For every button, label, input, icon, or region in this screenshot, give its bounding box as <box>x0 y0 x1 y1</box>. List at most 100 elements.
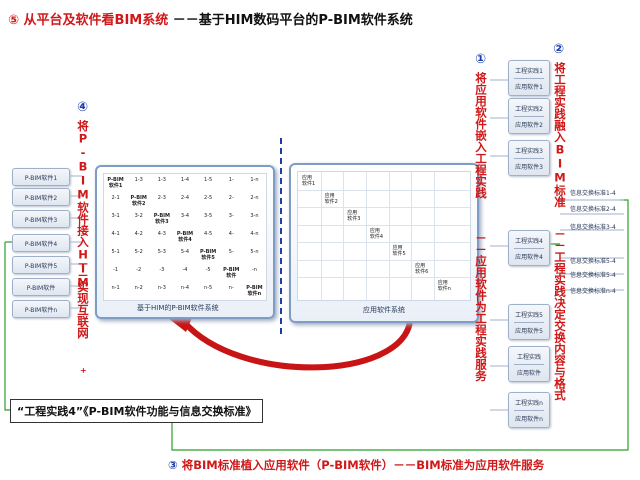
matrix-cell: 4-3 <box>157 231 166 237</box>
label-v4b: －－实现互联网 <box>76 258 90 339</box>
matrix-cell: -2 <box>136 267 142 273</box>
right-stack-box: 工程实践1 应用软件1 <box>508 60 550 96</box>
label-v4-dot: + <box>80 366 87 375</box>
practice-note-box: “工程实践4”《P-BIM软件功能与信息交换标准》 <box>10 399 264 423</box>
label-v2: 将工程实践融入BIM标准 <box>553 62 567 208</box>
matrix-cell: 2-4 <box>180 195 190 201</box>
left-stack-box: P-BIM软件n <box>12 300 70 318</box>
matrix-cell: 4-1 <box>111 231 120 237</box>
matrix-cell: 4-n <box>250 231 259 237</box>
software-label: 应用软件2 <box>515 121 543 129</box>
matrix-gridline <box>298 189 470 191</box>
matrix-cell: 1-4 <box>180 177 190 183</box>
label-circle-1: ① <box>475 52 487 67</box>
matrix-cell: P-BIM 软件5 <box>199 249 217 261</box>
matrix-cell: 3- <box>228 213 234 219</box>
matrix-cell: n-5 <box>204 285 213 291</box>
practice-label: 工程实践 <box>516 353 541 361</box>
matrix-cell: 3-n <box>250 213 259 219</box>
matrix-cell: 1- <box>228 177 234 183</box>
matrix-cell: 5-4 <box>180 249 190 255</box>
practice-label: 工程实践5 <box>515 311 543 319</box>
matrix-cell: 1-3 <box>157 177 166 183</box>
matrix-cell: 1-5 <box>204 177 213 183</box>
label-circle-2: ② <box>553 42 565 57</box>
bottom-caption: ③ 将BIM标准植入应用软件（P-BIM软件）－－BIM标准为应用软件服务 <box>168 457 544 473</box>
matrix-cell: 2-5 <box>204 195 213 201</box>
matrix-gridline <box>433 172 435 300</box>
matrix-gridline <box>388 172 390 300</box>
matrix-gridline <box>320 172 322 300</box>
software-label: 应用软件1 <box>515 83 543 91</box>
page-title: ⑤ 从平台及软件看BIM系统 －－基于HIM数码平台的P-BIM软件系统 <box>8 9 413 28</box>
exchange-standard-label: 信息交换标准1-4 <box>570 190 616 197</box>
matrix-cell: 2-n <box>250 195 259 201</box>
exchange-standard-label: 信息交换标准5-4 <box>570 258 616 265</box>
left-stack-box: P-BIM软件3 <box>12 210 70 228</box>
app-software-cell: 应用 软件4 <box>369 227 384 240</box>
matrix-cell: P-BIM 软件n <box>246 285 263 297</box>
label-v2b: －－工程实践决定交换内容与格式 <box>553 228 567 401</box>
title-sub: －－基于HIM数码平台的P-BIM软件系统 <box>172 13 413 28</box>
matrix-cell: 4- <box>228 231 234 237</box>
matrix-cell: -4 <box>182 267 188 273</box>
label-bottom: 将BIM标准植入应用软件（P-BIM软件）－－BIM标准为应用软件服务 <box>181 458 545 472</box>
app-software-cell: 应用 软件2 <box>324 192 338 205</box>
practice-label: 工程实践1 <box>515 67 543 75</box>
divider <box>514 77 544 79</box>
matrix-cell: P-BIM 软件1 <box>107 177 124 189</box>
left-stack-box: P-BIM软件1 <box>12 168 70 186</box>
practice-label: 工程实践n <box>515 399 543 407</box>
right-stack-box: 工程实践n 应用软件n <box>508 392 550 428</box>
software-label: 应用软件n <box>515 415 543 423</box>
label-circle-3: ③ <box>168 458 178 472</box>
label-v1b: －－应用软件为工程实践服务 <box>474 232 488 382</box>
matrix-cell: 3-2 <box>134 213 143 219</box>
divider <box>514 409 544 411</box>
matrix-cell: 2-1 <box>111 195 120 201</box>
right-stack-box: 工程实践应用软件 <box>508 346 550 382</box>
matrix-cell: 5-2 <box>134 249 143 255</box>
software-label: 应用软件 <box>516 369 541 377</box>
exchange-standard-label: 信息交换标准n-4 <box>570 288 616 295</box>
left-stack-box: P-BIM软件 <box>12 278 70 296</box>
matrix-cell: 1-3 <box>134 177 143 183</box>
matrix-gridline <box>298 277 470 279</box>
practice-label: 工程实践4 <box>515 237 543 245</box>
matrix-cell: 3-5 <box>204 213 213 219</box>
app-software-cell: 应用 软件n <box>437 280 451 293</box>
divider <box>514 247 544 249</box>
app-software-cell: 应用 软件6 <box>415 262 429 275</box>
matrix-cell: P-BIM 软件3 <box>153 213 170 225</box>
divider <box>514 157 544 159</box>
matrix-cell: n-3 <box>157 285 166 291</box>
left-stack-box: P-BIM软件5 <box>12 256 70 274</box>
matrix-cell: n-2 <box>134 285 143 291</box>
matrix-cell: n-1 <box>111 285 120 291</box>
title-circle: ⑤ <box>8 13 20 28</box>
matrix-gridline <box>298 242 470 244</box>
matrix-cell: 5-n <box>250 249 259 255</box>
title-main: 从平台及软件看BIM系统 <box>23 13 169 28</box>
exchange-standard-label: 信息交换标准2-4 <box>570 206 616 213</box>
software-label: 应用软件3 <box>515 163 543 171</box>
software-label: 应用软件5 <box>515 327 543 335</box>
matrix-cell: 5- <box>228 249 234 255</box>
matrix-cell: P-BIM 软件2 <box>130 195 147 207</box>
matrix-cell: n-4 <box>180 285 190 291</box>
matrix-gridline <box>298 207 470 209</box>
divider <box>514 321 544 323</box>
matrix-cell: P-BIM 软件 <box>223 267 240 279</box>
left-stack-box: P-BIM软件4 <box>12 234 70 252</box>
label-v1: 将应用软件嵌入工程实践 <box>474 72 488 199</box>
matrix-cell: 2-3 <box>157 195 166 201</box>
left-stack-box: P-BIM软件2 <box>12 188 70 206</box>
practice-label: 工程实践2 <box>515 105 543 113</box>
matrix-cell: 1-n <box>250 177 259 183</box>
matrix-cell: -3 <box>159 267 165 273</box>
label-circle-4: ④ <box>77 100 89 115</box>
